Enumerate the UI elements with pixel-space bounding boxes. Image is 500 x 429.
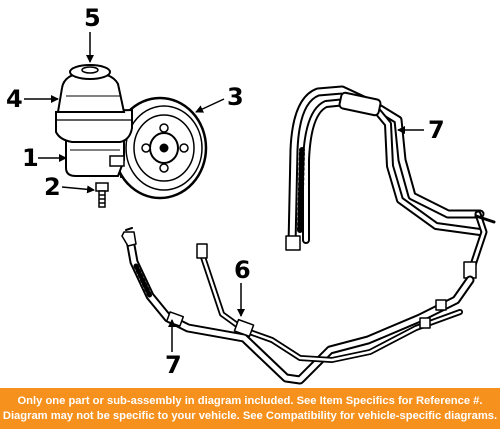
callout-5: 5 <box>84 4 101 32</box>
disclaimer-line-1: Only one part or sub-assembly in diagram… <box>17 394 483 407</box>
callout-2: 2 <box>44 173 61 201</box>
power-steering-pump <box>55 64 133 177</box>
callout-3: 3 <box>227 83 244 111</box>
callout-7-lower: 7 <box>165 351 182 379</box>
pump-pulley <box>112 96 208 200</box>
disclaimer-banner: Only one part or sub-assembly in diagram… <box>0 388 500 429</box>
lower-hose-assembly <box>121 227 475 385</box>
callout-1: 1 <box>22 144 39 172</box>
parts-diagram: 5 4 3 1 2 6 7 7 <box>6 4 496 385</box>
disclaimer-line-2: Diagram may not be specific to your vehi… <box>2 409 498 422</box>
diagram-artwork <box>24 32 496 385</box>
callout-6: 6 <box>234 256 251 284</box>
mounting-bolt <box>95 182 109 208</box>
leader-lines <box>24 32 424 352</box>
callout-4: 4 <box>6 85 23 113</box>
callout-7-upper: 7 <box>428 116 445 144</box>
upper-hose-assembly <box>285 85 496 280</box>
